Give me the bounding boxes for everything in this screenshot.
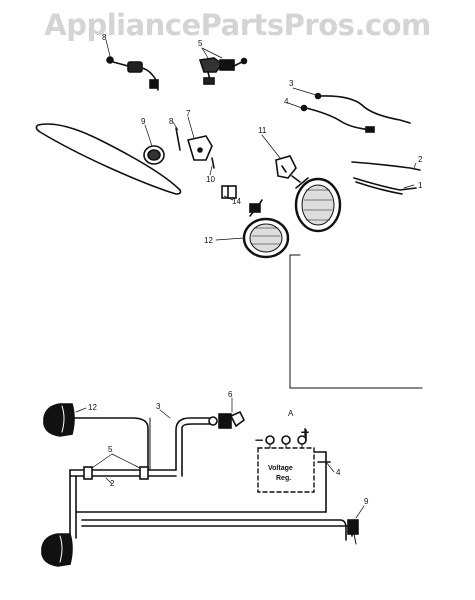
watermark-text: AppliancePartsPros.com <box>44 8 431 42</box>
inset-frame <box>289 254 423 389</box>
part-small-switch <box>106 56 159 91</box>
regulator-label-line2: Reg. <box>276 475 291 482</box>
wiring-schematic <box>41 397 365 567</box>
part-harness-upper-right <box>300 92 411 133</box>
callout-4: 4 <box>284 97 289 106</box>
minus-terminal-sign: − <box>254 433 264 447</box>
callout-leaders <box>105 39 417 241</box>
callout-2: 2 <box>418 155 423 164</box>
regulator-label-line1: Voltage <box>268 465 293 472</box>
schem-callout-4: 4 <box>336 468 341 477</box>
callout-1: 1 <box>418 181 423 190</box>
schem-callout-9: 9 <box>364 497 369 506</box>
part-bracket-right <box>275 155 301 183</box>
callouts-top: 5 8 9 7 8 10 11 4 3 2 1 14 12 <box>102 33 423 245</box>
plus-terminal-sign: + <box>300 425 310 439</box>
callout-8a: 8 <box>102 33 107 42</box>
callout-14: 14 <box>232 197 241 206</box>
part-lamp-right <box>294 177 342 233</box>
schematic-lamp-bottom <box>41 533 73 567</box>
part-wire-loop <box>35 123 182 195</box>
part-bracket-left <box>175 127 215 169</box>
callout-8b: 8 <box>169 117 174 126</box>
schem-callout-6: 6 <box>228 390 233 399</box>
callout-7: 7 <box>186 109 191 118</box>
part-lamp-lower <box>242 199 290 259</box>
part-clip <box>221 185 237 199</box>
callout-5: 5 <box>198 39 203 48</box>
schem-callout-12: 12 <box>88 403 97 412</box>
mark-a: A <box>288 409 294 418</box>
schem-callout-5: 5 <box>108 445 113 454</box>
schematic-lamp-top <box>43 403 75 437</box>
callout-12: 12 <box>204 236 213 245</box>
part-wires-right <box>351 161 421 195</box>
callout-9: 9 <box>141 117 146 126</box>
schem-callout-2: 2 <box>110 479 115 488</box>
callout-10: 10 <box>206 175 215 184</box>
schem-callout-3: 3 <box>156 402 161 411</box>
schematic-labels: 12 3 6 5 2 4 9 Voltage Reg. − + A <box>88 390 369 506</box>
callout-3: 3 <box>289 79 294 88</box>
part-grommet <box>143 145 165 165</box>
part-switch-cluster <box>198 57 248 85</box>
callout-11: 11 <box>258 126 267 135</box>
